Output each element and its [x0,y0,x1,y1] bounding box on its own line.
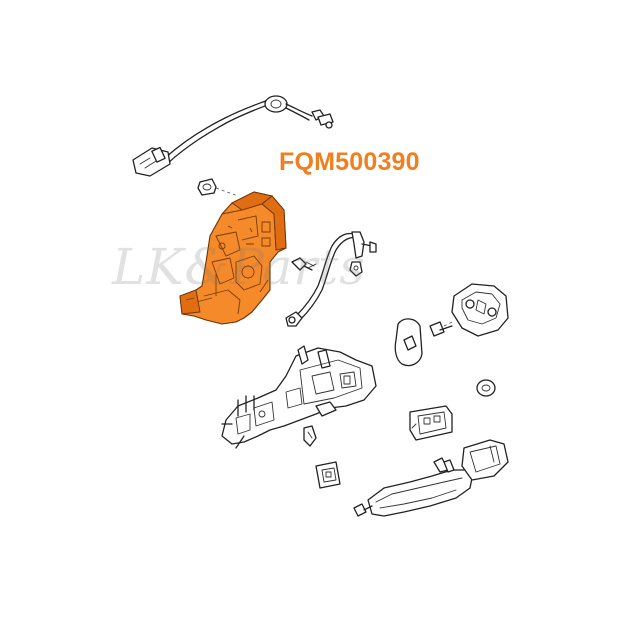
handle-mechanism [409,405,453,441]
release-cable-right [285,231,377,327]
lock-bushing [197,178,239,197]
door-lock-latch-highlighted [179,191,287,325]
lock-screw [291,257,317,271]
handle-carrier-bracket [221,345,377,449]
exterior-door-handle [353,457,473,517]
cover-plate-small [315,461,341,489]
small-grommet [476,379,496,397]
bracket-clip [303,425,317,447]
handle-gasket [394,318,423,367]
part-number-label: FQM500390 [279,148,420,176]
release-cable-top [132,95,334,177]
door-striker [429,283,509,337]
handle-end-cap [461,439,509,481]
